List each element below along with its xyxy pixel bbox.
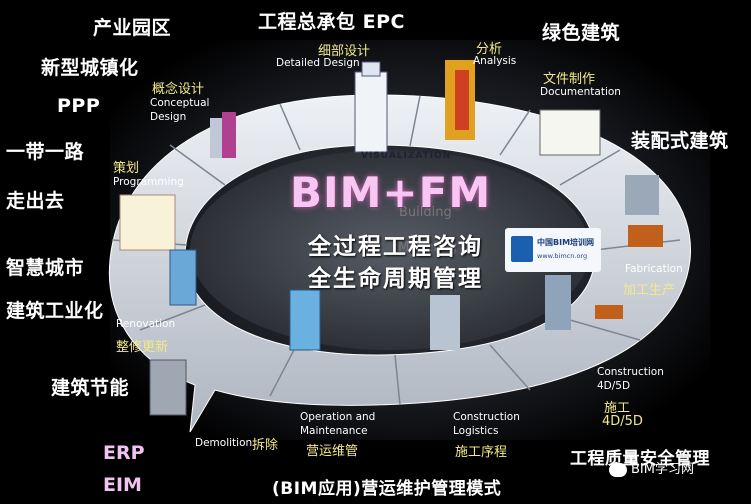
faint-modeling: Modeling xyxy=(398,240,458,255)
stage-programming-en: Programming xyxy=(113,176,184,188)
stage-renovation-cn: 整修更新 xyxy=(116,340,169,355)
stage-conceptual-en: Conceptual xyxy=(150,97,210,109)
stage-logistics-en-2: Logistics xyxy=(453,425,499,437)
center-line-2: 全生命周期管理 xyxy=(308,266,483,292)
stage-operation-cn: 营运维管 xyxy=(306,444,359,459)
label-belt-and-road: 一带一路 xyxy=(6,141,85,163)
watermark: BIM学习网 xyxy=(609,458,694,477)
label-smart-city: 智慧城市 xyxy=(6,257,85,279)
stage-documentation-cn: 文件制作 xyxy=(543,72,596,87)
label-new-urbanization: 新型城镇化 xyxy=(41,57,139,79)
stage-design-en: Design xyxy=(150,111,187,123)
stage-conceptual-cn: 概念设计 xyxy=(152,82,205,97)
label-building-energy-saving: 建筑节能 xyxy=(51,377,130,399)
stage-programming-cn: 策划 xyxy=(113,161,140,176)
stage-logistics-en: Construction xyxy=(453,411,520,423)
label-epc: 工程总承包 EPC xyxy=(258,11,405,33)
label-go-global: 走出去 xyxy=(6,190,65,212)
stage-construction-cn: 施工 xyxy=(604,401,631,416)
logo-text: 中国BIM培训网 xyxy=(537,238,595,247)
label-industrial-park: 产业园区 xyxy=(93,17,172,39)
bimcn-logo: 中国BIM培训网 www.bimcn.org xyxy=(505,228,601,272)
stage-detailed-design-cn: 细部设计 xyxy=(318,44,371,59)
label-erp: ERP xyxy=(103,442,145,464)
ring-visualization-label: VISUALIZATION xyxy=(361,151,452,161)
stage-demolition-en: Demolition xyxy=(195,437,253,449)
stage-construction-en: Construction xyxy=(597,366,664,378)
stage-fabrication-cn: 加工生产 xyxy=(623,283,676,298)
label-quality-safety: 工程质量安全管理 xyxy=(570,449,710,469)
logo-url: www.bimcn.org xyxy=(537,252,588,260)
center-line-1: 全过程工程咨询 xyxy=(308,234,483,260)
label-operation-model: (BIM应用)营运维护管理模式 xyxy=(272,479,502,499)
stage-operation-en: Operation and xyxy=(300,411,376,423)
stage-analysis-cn: 分析 xyxy=(476,42,503,57)
label-construction-industrialization: 建筑工业化 xyxy=(6,300,104,322)
stage-construction-4d5d-en: 4D/5D xyxy=(597,380,631,392)
stage-detailed-design-en: Detailed Design xyxy=(276,57,360,69)
label-prefab-building: 装配式建筑 xyxy=(631,130,729,152)
faint-building: Building xyxy=(399,205,452,220)
wechat-icon xyxy=(609,462,627,477)
stage-renovation-en: Renovation xyxy=(116,318,176,330)
building-illustrations xyxy=(119,60,663,416)
stage-demolition-cn: 拆除 xyxy=(252,438,279,453)
logo-cube-icon xyxy=(511,236,533,262)
stage-maintenance-en: Maintenance xyxy=(300,425,368,437)
stage-analysis-en: Analysis xyxy=(473,55,517,67)
watermark-text: BIM学习网 xyxy=(631,462,694,477)
center-title: BIM+FM xyxy=(290,168,492,217)
label-green-building: 绿色建筑 xyxy=(542,22,621,44)
label-ppp: PPP xyxy=(57,95,101,117)
stage-logistics-cn: 施工序程 xyxy=(455,445,508,460)
stage-fabrication-en: Fabrication xyxy=(625,263,683,275)
stage-documentation-en: Documentation xyxy=(540,86,621,98)
label-eim: EIM xyxy=(103,474,142,496)
stage-construction-4d5d-cn: 4D/5D xyxy=(602,414,643,429)
